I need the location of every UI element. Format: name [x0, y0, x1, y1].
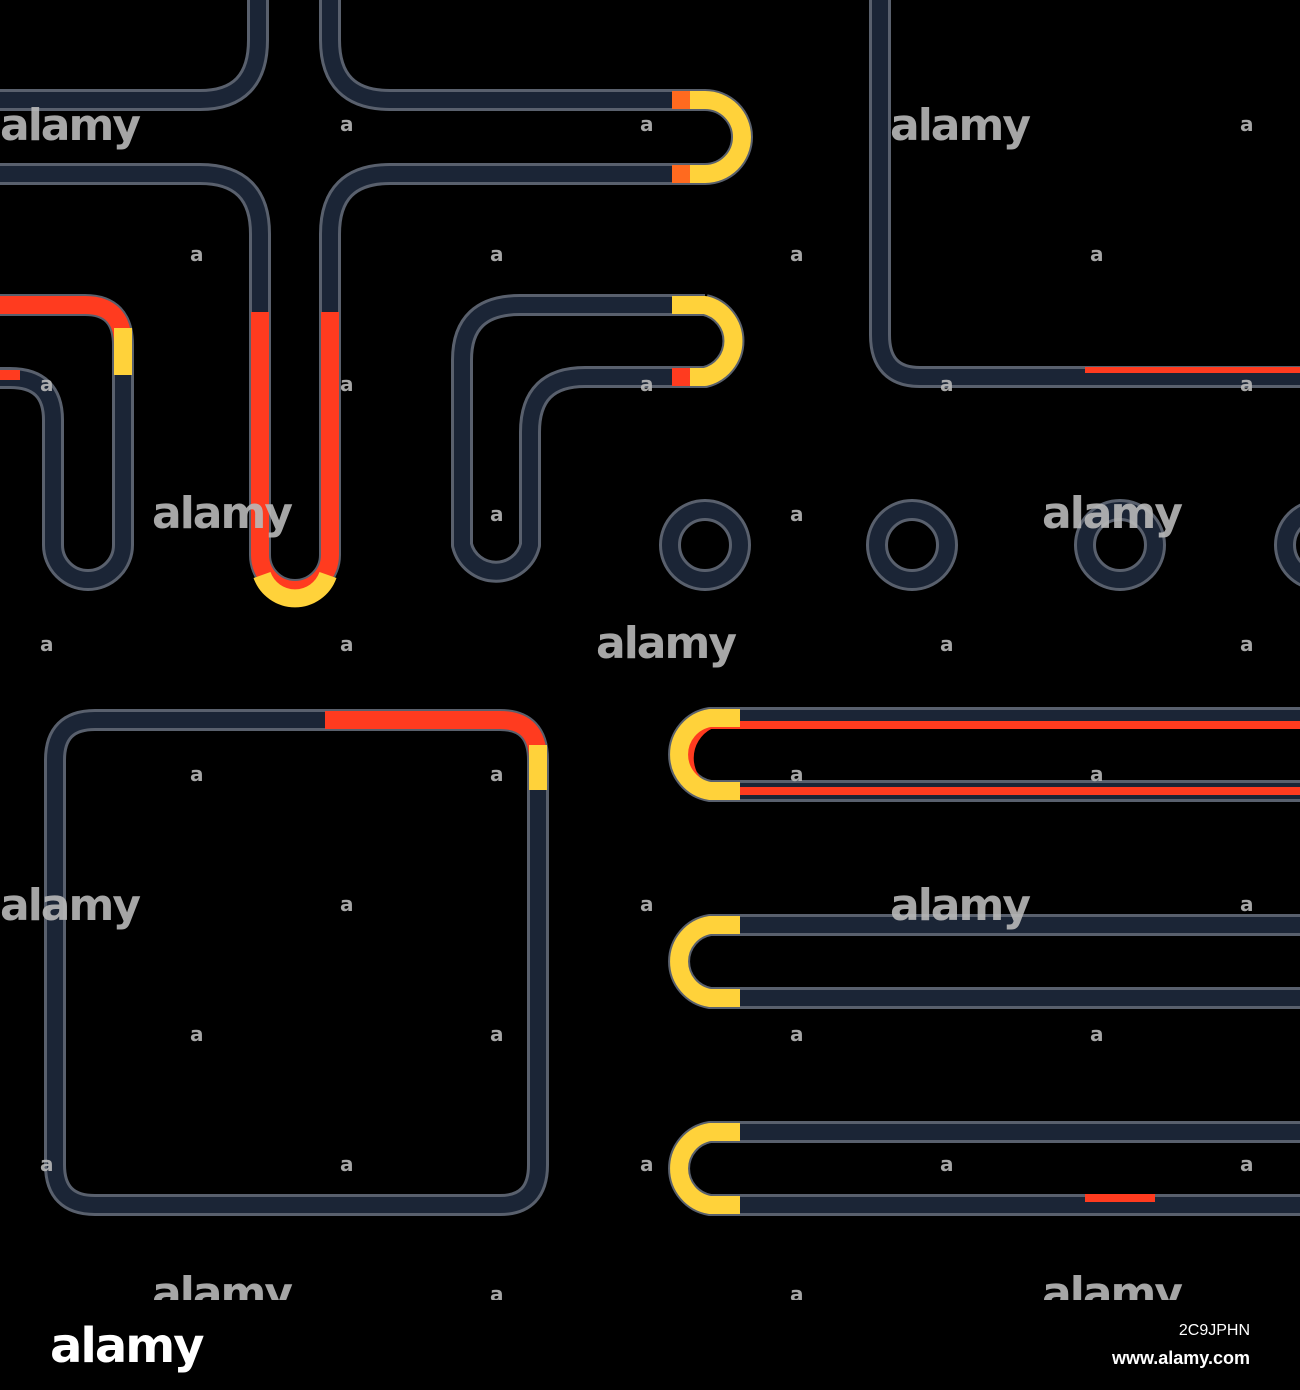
footer-url: www.alamy.com [1111, 1348, 1250, 1368]
heated-segments [0, 91, 1300, 1214]
footer-logo: alamy [50, 1318, 205, 1374]
stock-footer: alamy 2C9JPHN www.alamy.com [0, 1300, 1300, 1390]
footer-image-id: 2C9JPHN [1178, 1322, 1250, 1339]
pipe-bodies [0, 0, 1300, 1213]
heated-pipes-illustration [0, 0, 1300, 1216]
